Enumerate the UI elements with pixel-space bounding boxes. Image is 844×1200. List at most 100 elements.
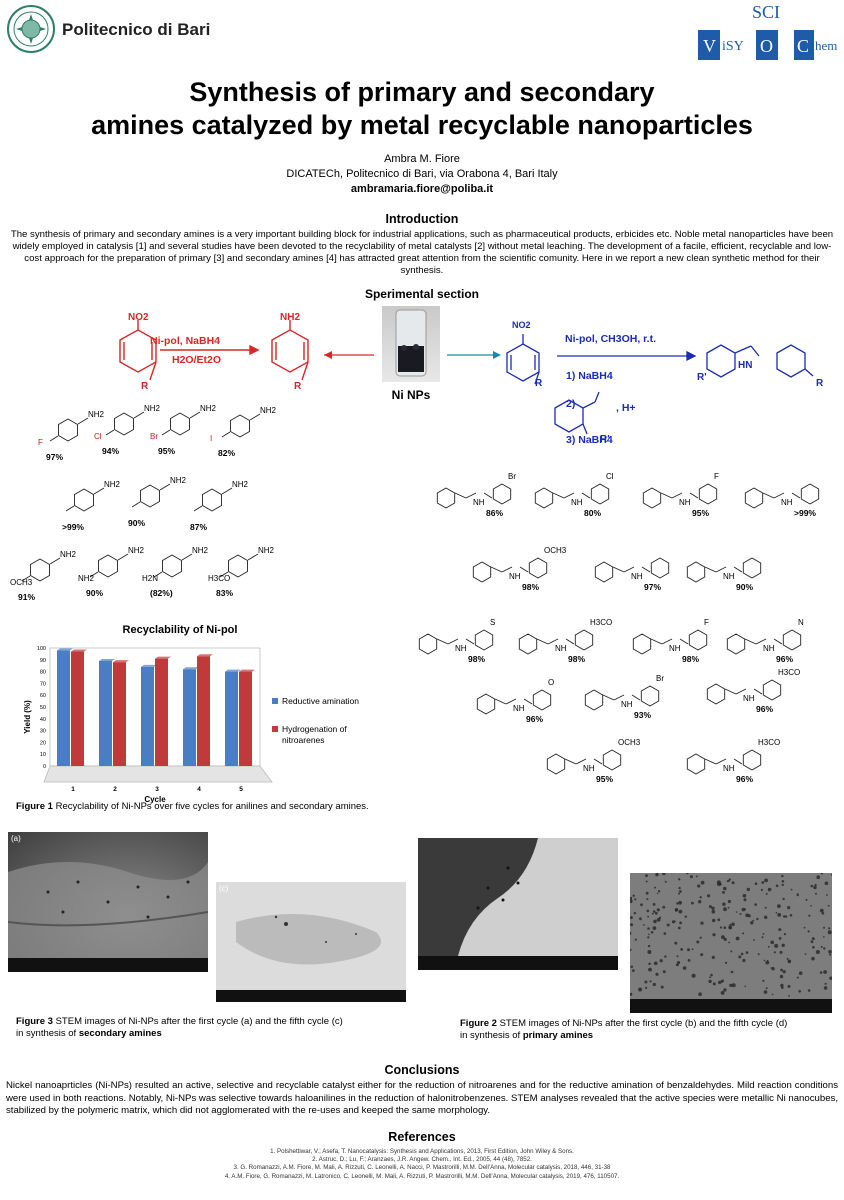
nanoparticle-dot (805, 898, 808, 901)
nanoparticle-dot (676, 955, 679, 958)
yield-label: 93% (634, 710, 652, 720)
y-axis-label: Yield (%) (23, 700, 32, 734)
nanoparticle-dot (735, 911, 738, 913)
yield-label: 96% (776, 654, 794, 664)
nanoparticle-dot (816, 875, 820, 879)
legend-label: Reductive amination (282, 696, 359, 706)
poster-title: Synthesis of primary and secondary amine… (91, 77, 753, 140)
nanoparticle-dot (630, 948, 632, 951)
dibenzylamine-icon (706, 679, 782, 705)
nanoparticle-dot (746, 887, 750, 892)
nanoparticle-dot (652, 982, 656, 987)
nanoparticle-dot (716, 880, 721, 885)
nanoparticle-dot (729, 983, 733, 987)
nanoparticle-dot (647, 950, 652, 954)
left-conditions-2: H2O/Et2O (172, 354, 222, 366)
nanoparticle-dot (648, 967, 652, 972)
nanoparticle-dot (678, 909, 683, 914)
amine-group-label: NH2 (60, 550, 77, 559)
dibenzylamine-icon (436, 483, 512, 509)
benzene-ring-icon (49, 417, 89, 442)
nanoparticle-dot (633, 911, 637, 915)
nanoparticle-dot (752, 919, 755, 922)
dibenzylamine-icon (632, 629, 708, 655)
nanoparticle-dot (640, 903, 643, 907)
nanoparticle-dot (645, 880, 648, 883)
yield-label: 90% (86, 588, 104, 598)
nanoparticle-dot (731, 881, 735, 885)
nanoparticle-dot (723, 988, 727, 992)
benzene-ring-icon (21, 557, 61, 582)
y-tick-label: 0 (43, 764, 46, 770)
substituent-label: OCH3 (544, 546, 567, 555)
author-block: Ambra M. Fiore DICATECh, Politecnico di … (0, 152, 844, 197)
nanoparticle-dot (647, 944, 651, 948)
nanoparticle-dot (720, 991, 725, 995)
nanoparticle-dot (630, 899, 633, 904)
nanoparticle-dot (723, 937, 727, 941)
nanoparticle-dot (739, 913, 742, 915)
nanoparticle-dot (765, 960, 770, 965)
nanoparticle-dot (811, 956, 815, 961)
amine-group-label: NH2 (144, 404, 161, 413)
nanoparticle-dot (753, 939, 755, 941)
conclusions-heading: Conclusions (384, 1063, 460, 1077)
svg-text:V: V (703, 36, 716, 56)
nanoparticle-dot (763, 990, 768, 994)
vial-icon (395, 309, 427, 377)
amine-group-label: NH2 (104, 480, 121, 489)
nanoparticle-dot (819, 971, 823, 974)
yield-label: 96% (756, 704, 774, 714)
nanoparticle-dot (735, 936, 740, 941)
nanoparticle-dot (726, 880, 729, 883)
nanoparticle-dot (676, 902, 679, 905)
primary-amine-structure: NH2>99% (54, 478, 124, 538)
nanoparticle-dot (644, 980, 648, 984)
nanoparticle-dot (645, 874, 648, 877)
nanoparticle-dot (828, 927, 831, 930)
nanoparticle-dot (630, 916, 633, 920)
nanoparticle-dot (815, 892, 817, 895)
nanoparticle-dot (699, 896, 702, 899)
nanoparticle-dot (662, 905, 666, 909)
nanoparticle-dot (678, 892, 680, 895)
chart-bar (113, 662, 126, 766)
nanoparticle-dot (709, 976, 711, 979)
nanoparticle-dot (778, 937, 782, 940)
legend-label: nitroarenes (282, 735, 325, 745)
chart-bar (71, 651, 84, 766)
reference-item: 1. Polshettiwar, V.; Asefa, T. Nanocatal… (270, 1148, 574, 1155)
chart-bar (141, 666, 154, 766)
nanoparticle-dot (808, 914, 811, 917)
nanoparticle-dot (788, 995, 790, 997)
chart-bar-top (239, 669, 255, 672)
nanoparticle-dot (757, 953, 760, 956)
nanoparticle-dot (678, 900, 682, 905)
nanoparticle-dot (775, 911, 778, 914)
substituent-label: H3CO (590, 618, 613, 627)
substituent-label: Br (656, 674, 664, 683)
nanoparticle-dot (630, 932, 632, 935)
yield-label: 82% (218, 448, 236, 458)
nanoparticle-dot (779, 950, 783, 954)
nanoparticle-dot (708, 979, 712, 984)
right-product-r: R (816, 378, 824, 389)
dibenzylamine-icon (418, 629, 494, 655)
nanoparticle-dot (760, 888, 763, 891)
nanoparticle-dot (796, 893, 799, 897)
chart-bar (183, 669, 196, 766)
chart-bar-top (155, 656, 171, 659)
nh-label: NH (669, 644, 681, 653)
nanoparticle-dot (750, 921, 754, 925)
nanoparticle-dot (675, 963, 679, 966)
nanoparticle-dot (707, 894, 711, 898)
nanoparticle-dot (652, 910, 656, 913)
stem-image-d (630, 873, 832, 1013)
ni-nps-label: Ni NPs (391, 388, 431, 402)
references-list: 1. Polshettiwar, V.; Asefa, T. Nanocatal… (0, 1148, 844, 1181)
poliba-logo (6, 4, 56, 54)
